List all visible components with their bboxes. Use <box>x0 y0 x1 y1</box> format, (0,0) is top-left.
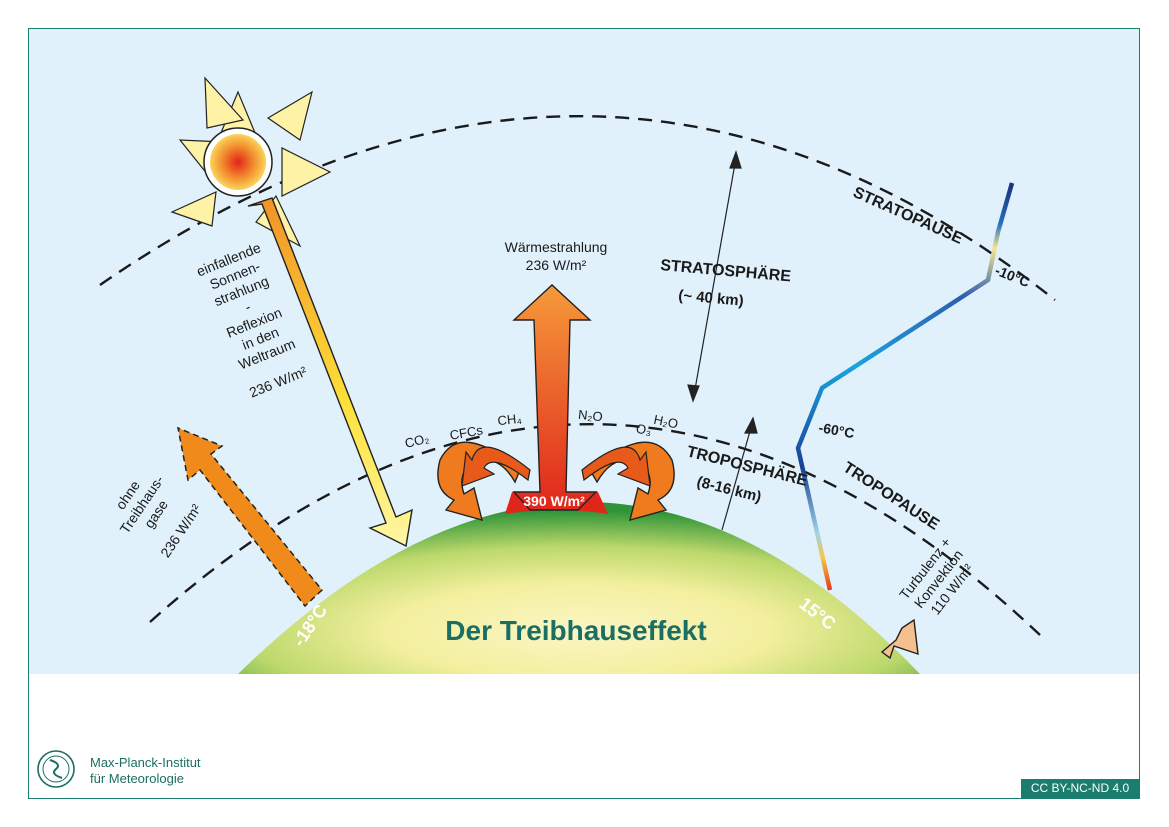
diagram-title: Der Treibhauseffekt <box>445 615 706 646</box>
no-gases-arrow <box>177 426 324 608</box>
back-radiation-mid-left-arrow <box>461 446 531 487</box>
gas-co2-label: CO₂ <box>403 430 430 450</box>
convection-arrow <box>880 618 919 660</box>
institute-line-1: Max-Planck-Institut <box>90 755 201 770</box>
stratopause-line <box>99 115 1056 301</box>
temp-minus-60-label: -60°C <box>817 419 855 441</box>
institute-line-2: für Meteorologie <box>90 771 184 786</box>
incoming-radiation-arrow <box>247 197 413 548</box>
institute-name: Max-Planck-Institut für Meteorologie <box>90 755 201 787</box>
gas-n2o-label: N₂O <box>577 407 603 424</box>
temperature-profile-line <box>795 182 1015 591</box>
license-badge: CC BY-NC-ND 4.0 <box>1021 779 1139 798</box>
mpi-logo-icon <box>37 750 75 788</box>
gas-ch4-label: CH₄ <box>497 411 523 428</box>
stratosphere-thickness-marker <box>687 150 742 403</box>
earth <box>238 502 920 674</box>
gas-h2o-label: H₂O <box>652 412 679 432</box>
gas-o3-label: O₃ <box>635 421 653 438</box>
surface-emission-label: 390 W/m² <box>523 493 585 509</box>
outgoing-label: Wärmestrahlung <box>505 239 608 255</box>
gas-cfcs-label: CFCs <box>449 422 485 443</box>
outgoing-value: 236 W/m² <box>526 257 587 273</box>
troposphere-thickness-marker <box>721 416 758 531</box>
back-radiation-mid-right-arrow <box>581 446 651 487</box>
outgoing-radiation-arrow <box>512 284 598 511</box>
tropopause-line <box>149 423 1041 636</box>
stratosphere-height-label: (~ 40 km) <box>678 287 745 310</box>
incoming-line-4: - <box>242 298 253 315</box>
